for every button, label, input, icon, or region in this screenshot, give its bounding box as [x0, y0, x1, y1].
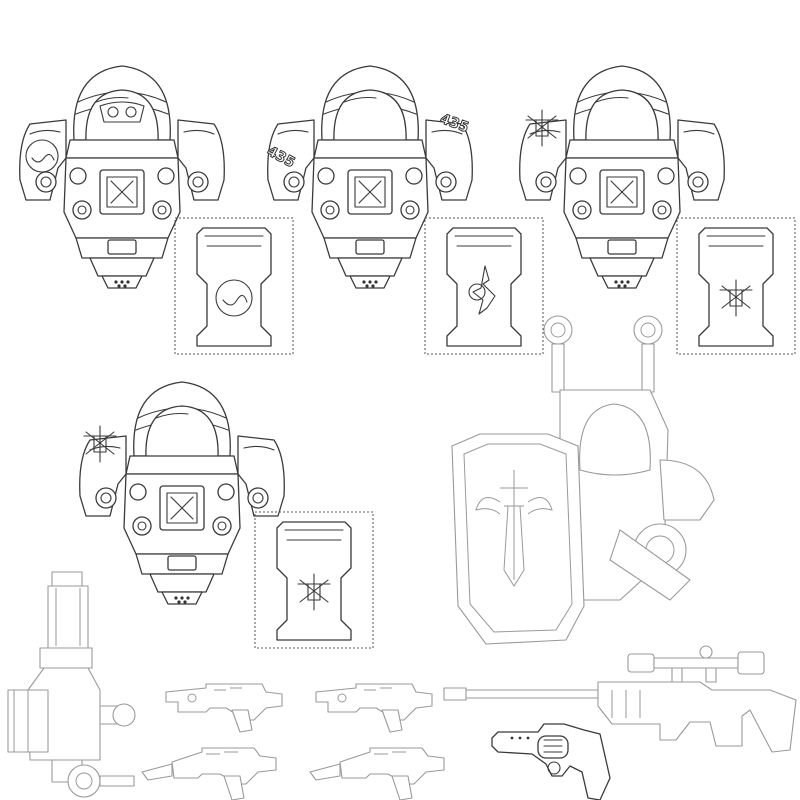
blaster-1	[165, 683, 283, 733]
armor-torso-1	[19, 65, 225, 289]
blaster-bayonet-1	[141, 747, 277, 800]
decal-panel-2	[424, 217, 544, 355]
decal-panel-1	[174, 217, 294, 355]
sniper-rifle	[443, 645, 797, 753]
decal-panel-4	[254, 511, 374, 649]
decal-panel-3	[676, 217, 796, 355]
armor-torso-2: 435 435	[264, 65, 473, 289]
armor-torso-3	[519, 65, 725, 289]
blaster-2	[315, 683, 433, 733]
antenna-left	[543, 315, 573, 393]
rocket-launcher	[7, 571, 136, 798]
antenna-right	[633, 315, 663, 393]
wreath-emblem-icon	[25, 139, 59, 173]
winged-cross-emblem-icon	[475, 470, 553, 587]
revolver	[491, 723, 611, 800]
shield	[451, 433, 585, 645]
wreath-emblem-icon	[215, 279, 253, 317]
shield-with-backpack	[451, 315, 715, 645]
creature-emblem-icon	[468, 265, 496, 315]
armor-torso-4	[79, 381, 285, 605]
blaster-bayonet-2	[309, 747, 445, 800]
